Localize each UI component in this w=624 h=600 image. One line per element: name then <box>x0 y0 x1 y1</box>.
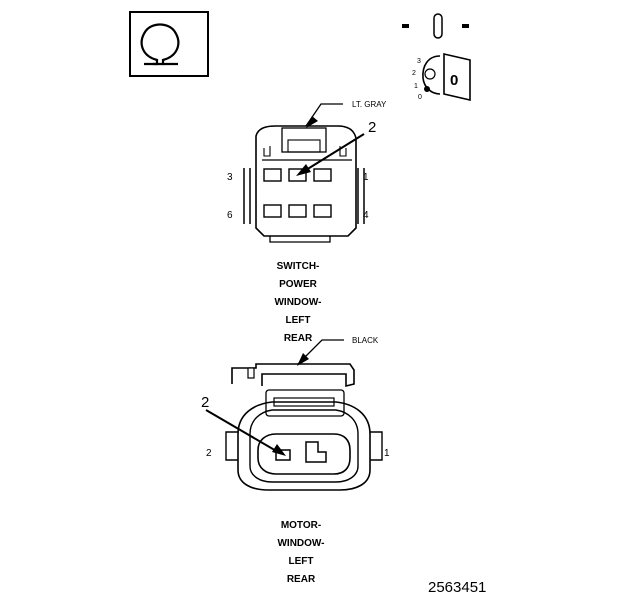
switch-caption-line-1: SWITCH- <box>277 261 320 272</box>
switch-caption-line-4: LEFT <box>286 315 311 326</box>
terminal-1 <box>305 441 327 463</box>
key-letter: 0 <box>450 72 458 89</box>
ignition-key-icon: 3 2 1 0 0 <box>402 13 471 102</box>
cavity-4 <box>313 204 332 218</box>
pin-1-bottom-label: 1 <box>384 448 390 459</box>
motor-caption-line-3: LEFT <box>289 556 314 567</box>
bottom-callout-2: 2 <box>201 394 209 411</box>
key-position-2: 2 <box>412 70 416 77</box>
key-position-3: 3 <box>417 58 421 65</box>
ohm-symbol-icon <box>129 11 209 77</box>
figure-number: 2563451 <box>428 579 486 596</box>
lt-gray-label: LT. GRAY <box>352 100 387 109</box>
top-callout-2: 2 <box>368 119 376 136</box>
key-position-1: 1 <box>414 83 418 90</box>
motor-caption-line-1: MOTOR- <box>281 520 321 531</box>
key-position-0: 0 <box>418 94 422 101</box>
pin-4-label: 4 <box>363 210 369 221</box>
pin-1-label: 1 <box>363 172 369 183</box>
pin-6-label: 6 <box>227 210 233 221</box>
switch-caption-line-5: REAR <box>284 333 313 344</box>
switch-caption-line-3: WINDOW- <box>274 297 321 308</box>
pin-2-label: 2 <box>206 448 212 459</box>
motor-caption-line-2: WINDOW- <box>277 538 324 549</box>
switch-caption-line-2: POWER <box>279 279 318 290</box>
switch-connector <box>243 125 365 243</box>
motor-connector <box>225 363 383 491</box>
cavity-3 <box>263 168 282 182</box>
cavity-2 <box>288 168 307 182</box>
pin-3-label: 3 <box>227 172 233 183</box>
cavity-6 <box>263 204 282 218</box>
cavity-5 <box>288 204 307 218</box>
black-label: BLACK <box>352 336 379 345</box>
motor-caption-line-4: REAR <box>287 574 316 585</box>
cavity-1 <box>313 168 332 182</box>
terminal-2 <box>275 449 291 461</box>
